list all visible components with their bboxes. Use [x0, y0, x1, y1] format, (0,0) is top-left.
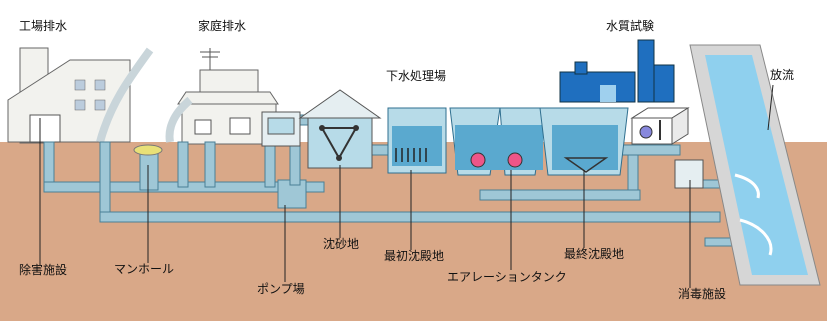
label-water-quality-test: 水質試験 [606, 19, 655, 33]
manhole-cover [133, 144, 163, 156]
label-factory-drainage: 工場排水 [19, 19, 68, 33]
factory-building [7, 47, 131, 144]
label-primary-sedimentation: 最初沈殿地 [384, 249, 445, 263]
pipe-network [43, 114, 746, 247]
water-quality-lab [559, 39, 675, 103]
pump-station [261, 111, 301, 147]
grit-chamber [298, 89, 382, 169]
label-disinfection-facility: 消毒施設 [678, 287, 727, 301]
test-tube-box [630, 107, 690, 145]
label-manhole: マンホール [114, 262, 175, 276]
label-treatment-plant: 下水処理場 [386, 69, 447, 83]
label-household-drainage: 家庭排水 [198, 19, 247, 33]
final-sedimentation-tank [539, 107, 629, 176]
primary-sedimentation-tank [387, 107, 447, 174]
river [689, 44, 821, 286]
label-detox-facility: 除害施設 [19, 263, 68, 277]
label-discharge: 放流 [770, 68, 795, 82]
drain-pipe [165, 96, 193, 143]
label-aeration-tank: エアレーションタンク [447, 270, 567, 284]
label-pump-station: ポンプ場 [257, 282, 305, 296]
disinfection-box [674, 159, 704, 189]
label-final-sedimentation: 最終沈殿地 [564, 247, 625, 261]
drain-pipe [96, 47, 154, 144]
label-grit-chamber: 沈砂地 [323, 237, 360, 251]
aeration-tank [449, 107, 546, 176]
annotation-lines [39, 84, 774, 288]
house-building [177, 48, 279, 145]
